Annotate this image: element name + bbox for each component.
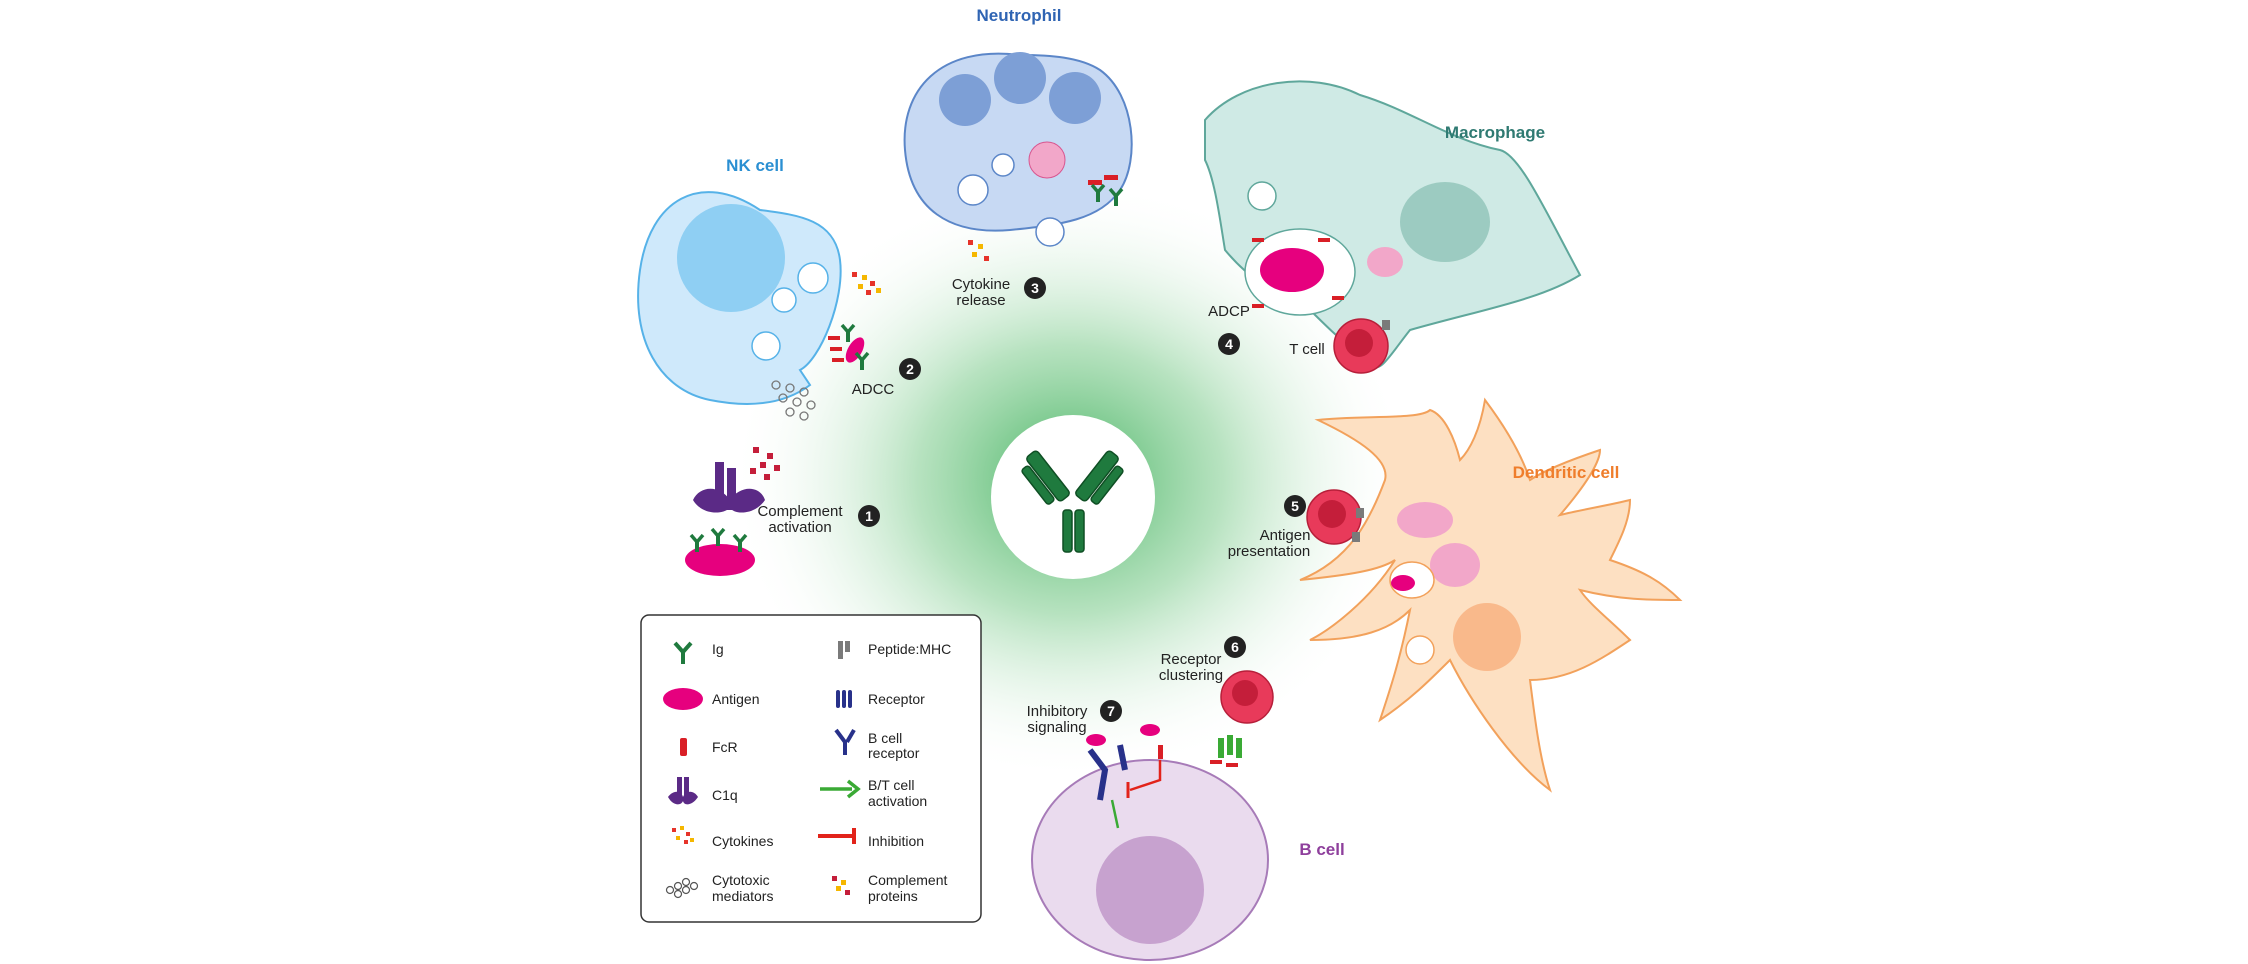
legend-inhibition-label: Inhibition — [868, 833, 924, 849]
step-6-label-line-2: clustering — [1159, 667, 1223, 684]
step-2: ADCC 2 — [852, 358, 921, 398]
step-1-label-line-2: activation — [768, 519, 831, 536]
step-5-badge — [1284, 495, 1306, 517]
complement-antigen — [685, 544, 755, 576]
step-4: ADCP 4 — [1208, 303, 1250, 355]
step-3-label-line-2: release — [956, 292, 1005, 309]
complement-proteins-icon — [832, 876, 850, 895]
step-5-label-line-1: Antigen — [1260, 527, 1311, 544]
dendritic-nucleus — [1453, 603, 1521, 671]
step-5-label-line-2: presentation — [1228, 543, 1311, 560]
nk-cytokines-cluster — [852, 272, 881, 295]
c1q-legend-icon — [668, 777, 698, 805]
phagocytosed-antigen — [1260, 248, 1324, 292]
step-3: Cytokine release 3 — [952, 276, 1046, 309]
neutrophil-cytokines-cluster — [968, 240, 989, 261]
nk-cell-title: NK cell — [726, 156, 784, 175]
legend-box — [640, 614, 982, 923]
legend-cytokines-label: Cytokines — [712, 833, 773, 849]
t-cell-macrophage — [1333, 318, 1390, 374]
legend-c1q-label: C1q — [712, 787, 738, 803]
cytotoxic-mediators-icon — [665, 877, 699, 899]
legend-complement-proteins-label-line-1: Complement — [868, 872, 947, 888]
legend-complement-proteins-label-line-2: proteins — [868, 888, 918, 904]
step-6: 6 Receptor clustering — [1159, 636, 1246, 684]
step-2-number: 2 — [906, 361, 914, 377]
legend-ig-label: Ig — [712, 641, 724, 657]
step-6-badge — [1224, 636, 1246, 658]
step-1-badge — [858, 505, 880, 527]
b-cell — [1031, 759, 1269, 961]
cytotoxic-mediators-cluster — [771, 380, 816, 421]
step-1-label-line-1: Complement — [757, 503, 843, 520]
dendritic-cell-title: Dendritic cell — [1513, 463, 1620, 482]
t-cell-label: T cell — [1289, 341, 1325, 358]
t-cell-dendritic — [1306, 489, 1364, 545]
central-ig-icon — [1021, 450, 1124, 553]
neutrophil-immune-complex — [1088, 175, 1124, 208]
activation-arrow-icon — [820, 779, 861, 799]
complement-activation-complex — [685, 462, 765, 576]
receptor-clustering-complex — [1210, 670, 1274, 767]
ig-icon — [673, 641, 693, 664]
step-7-number: 7 — [1107, 703, 1115, 719]
inhibitory-signaling-complex — [1086, 724, 1163, 829]
step-7-badge — [1100, 700, 1122, 722]
legend-antigen-label: Antigen — [712, 691, 759, 707]
adcc-immune-complex — [828, 323, 870, 372]
step-4-badge — [1218, 333, 1240, 355]
neutrophil-cell — [903, 52, 1133, 247]
step-7-label-line-1: Inhibitory — [1027, 703, 1088, 720]
step-6-number: 6 — [1231, 639, 1239, 655]
nk-cell — [637, 191, 842, 406]
step-5-number: 5 — [1291, 498, 1299, 514]
step-3-label-line-1: Cytokine — [952, 276, 1010, 293]
cytokines-icon — [672, 826, 694, 844]
c1q-icon — [693, 462, 765, 513]
legend-receptor-label: Receptor — [868, 691, 925, 707]
neutrophil-nucleus — [939, 52, 1101, 126]
central-antibody — [991, 415, 1155, 579]
step-7-label-line-2: signaling — [1027, 719, 1086, 736]
dendritic-cell — [1299, 397, 1683, 793]
step-4-number: 4 — [1225, 336, 1233, 352]
b-cell-receptor-icon — [834, 728, 856, 755]
b-cell-title: B cell — [1299, 840, 1344, 859]
legend-cytotoxic-label-line-1: Cytotoxic — [712, 872, 770, 888]
legend-activation-label-line-1: B/T cell — [868, 777, 914, 793]
step-4-label-line-1: ADCP — [1208, 303, 1250, 320]
peptide-mhc-icon — [838, 641, 850, 659]
step-2-badge — [899, 358, 921, 380]
b-cell-nucleus — [1096, 836, 1204, 944]
step-2-label-line-1: ADCC — [852, 381, 895, 398]
inhibition-icon — [818, 828, 856, 844]
step-6-label-line-1: Receptor — [1161, 651, 1222, 668]
legend-peptide-mhc-label: Peptide:MHC — [868, 641, 951, 657]
step-5: 5 Antigen presentation — [1228, 495, 1311, 560]
neutrophil-title: Neutrophil — [977, 6, 1062, 25]
macrophage-nucleus — [1400, 182, 1490, 262]
mhc-icon — [1382, 320, 1390, 330]
step-1-number: 1 — [865, 508, 873, 524]
legend-b-cell-receptor-label-line-1: B cell — [868, 730, 902, 746]
nk-nucleus — [677, 204, 785, 312]
step-7: Inhibitory signaling 7 — [1027, 700, 1122, 736]
receptor-icon — [836, 690, 852, 708]
legend-b-cell-receptor-label-line-2: receptor — [868, 745, 920, 761]
legend-cytotoxic-label-line-2: mediators — [712, 888, 773, 904]
complement-proteins-cluster — [750, 447, 780, 480]
legend-fcr-label: FcR — [712, 739, 738, 755]
step-3-badge — [1024, 277, 1046, 299]
fcr-icon — [680, 738, 687, 756]
step-1: Complement activation 1 — [757, 503, 880, 536]
macrophage-title: Macrophage — [1445, 123, 1545, 142]
legend: Ig Peptide:MHC Antigen Receptor FcR B ce… — [640, 614, 982, 923]
legend-activation-label-line-2: activation — [868, 793, 927, 809]
macrophage-cell — [1204, 80, 1582, 369]
antigen-icon — [663, 688, 703, 710]
step-3-number: 3 — [1031, 280, 1039, 296]
